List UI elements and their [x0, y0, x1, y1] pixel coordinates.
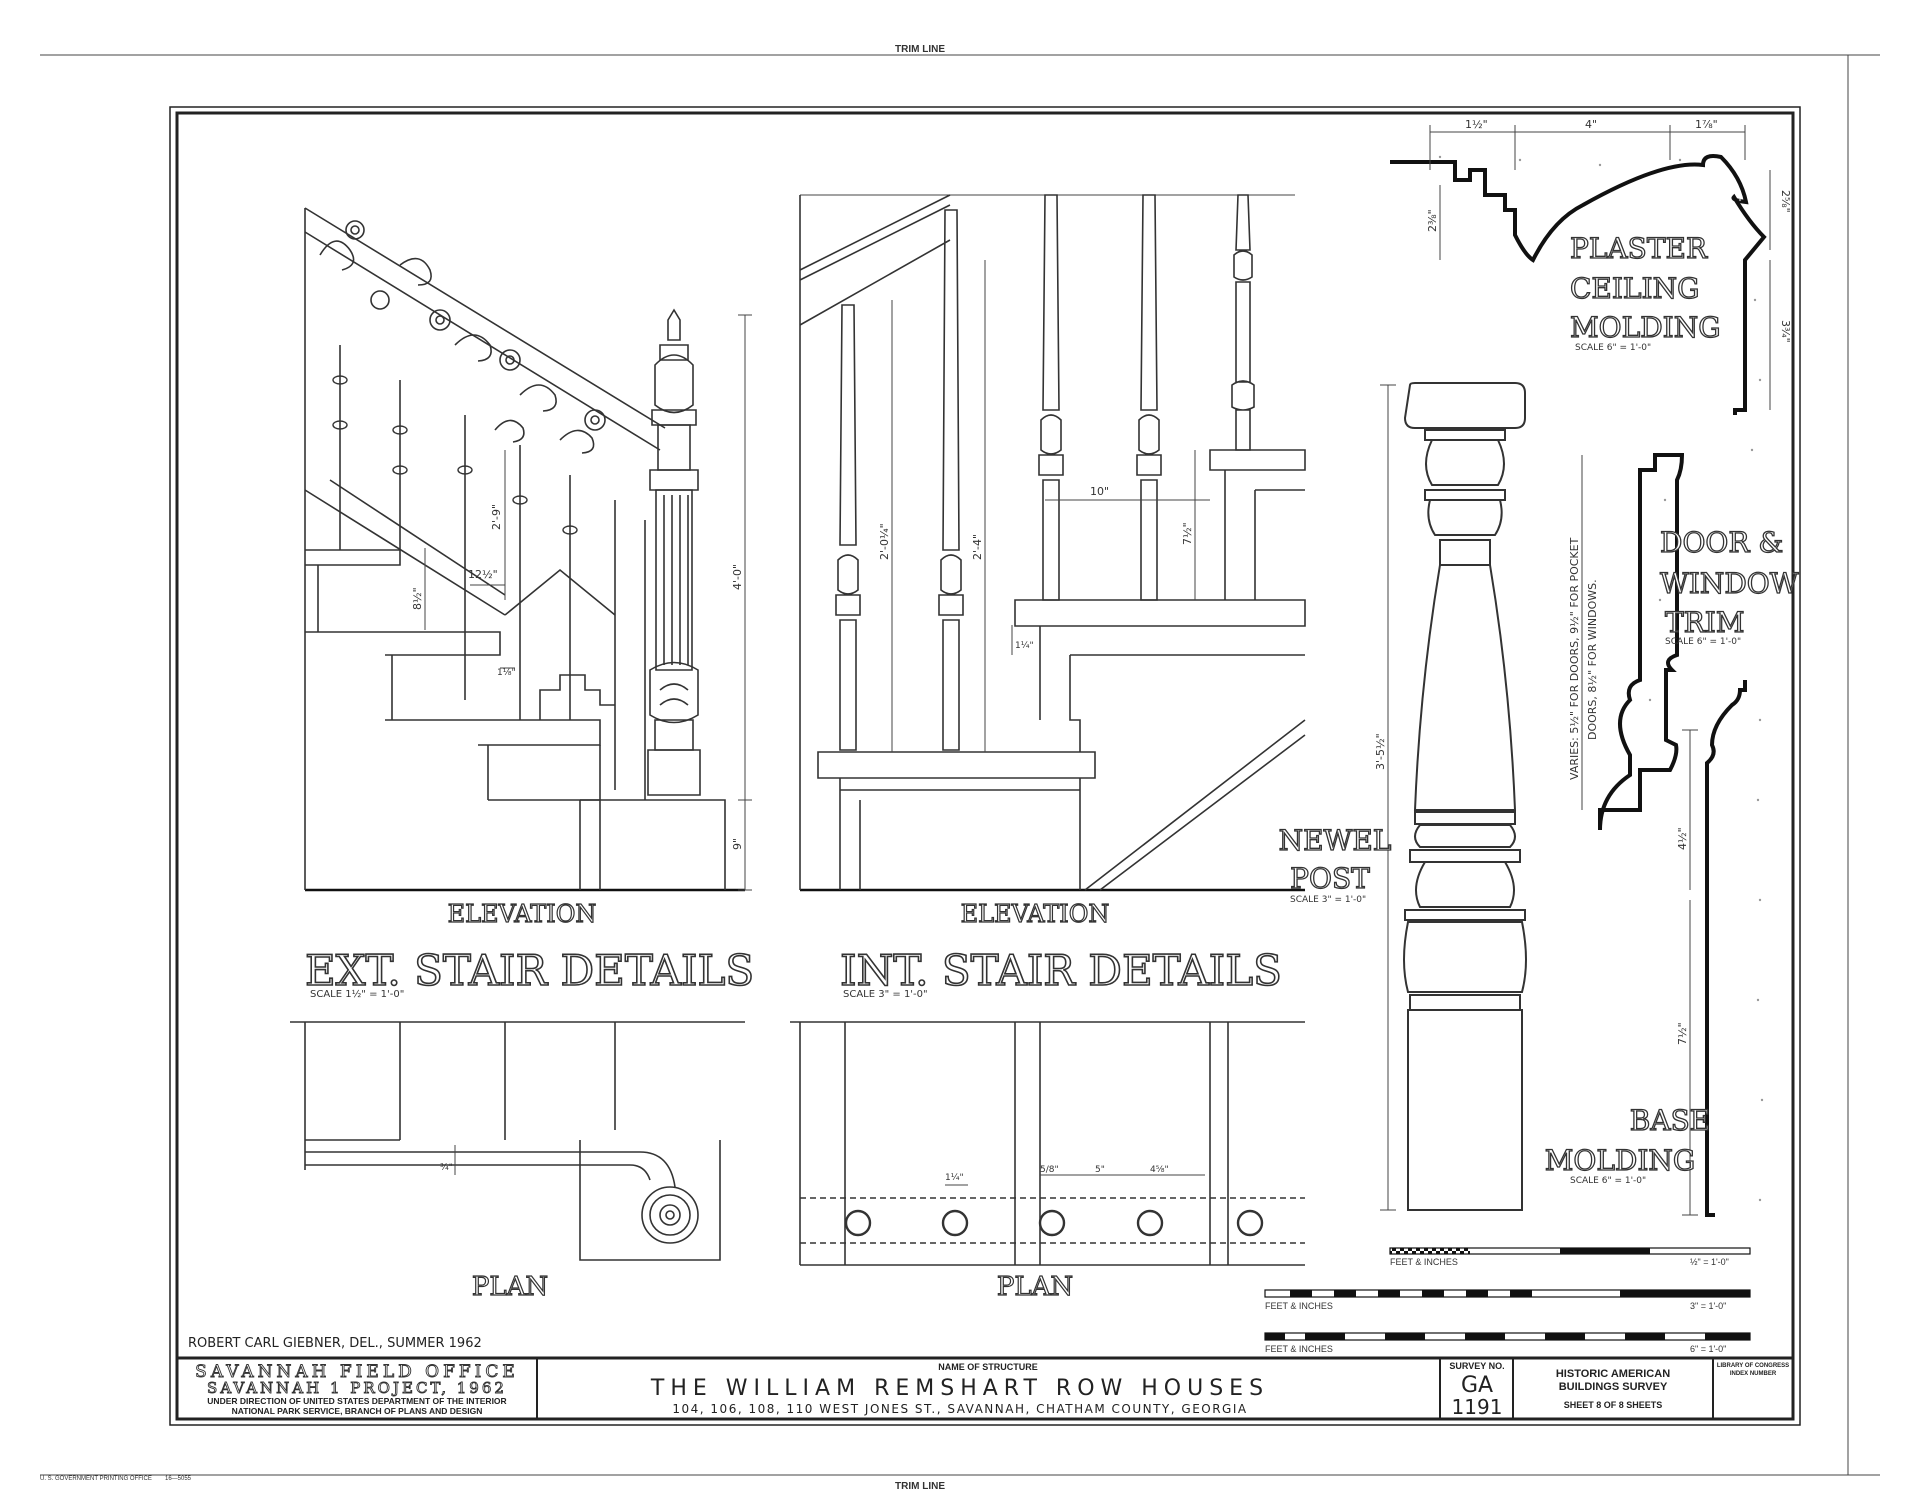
printer-code: 16—5055 — [165, 1476, 192, 1482]
ext-plan-rail: ¾" — [440, 1163, 453, 1173]
trim-frame: TRIM LINE TRIM LINE U. S. GOVERNMENT PRI… — [40, 44, 1880, 1492]
door-trim-note-line2: DOORS, 8½" FOR WINDOWS. — [1586, 579, 1599, 740]
survey-state: GA — [1461, 1373, 1493, 1398]
int-plan-a: 1¼" — [945, 1173, 964, 1183]
int-balusters — [835, 194, 1255, 751]
scale-2-label: FEET & INCHES — [1265, 1301, 1333, 1311]
field-office-line1: SAVANNAH FIELD OFFICE — [195, 1362, 519, 1382]
trim-line-bottom: TRIM LINE — [895, 1481, 945, 1492]
int-plan-label: PLAN — [997, 1272, 1073, 1302]
survey-number-label: SURVEY NO. — [1449, 1361, 1504, 1371]
newel-title-line2: POST — [1290, 862, 1370, 895]
int-elevation-label: ELEVATION — [961, 900, 1110, 928]
scale-bar-1: FEET & INCHES ½" = 1'-0" — [1389, 1247, 1751, 1267]
printer-mark: U. S. GOVERNMENT PRINTING OFFICE — [40, 1476, 152, 1482]
structure-name: THE WILLIAM REMSHART ROW HOUSES — [650, 1376, 1269, 1401]
ceiling-dim-top-b: 4" — [1585, 118, 1597, 131]
int-stair-elevation: 2'-0¼" 2'-4" 10" 7½" 1¼" ELEVATION — [799, 194, 1306, 929]
trim-line-top: TRIM LINE — [895, 44, 945, 55]
door-trim-scale: SCALE 6" = 1'-0" — [1665, 637, 1741, 647]
door-trim-title-line3: TRIM — [1665, 606, 1745, 639]
int-baluster-a: 2'-0¼" — [878, 523, 891, 560]
direction-line1: UNDER DIRECTION OF UNITED STATES DEPARTM… — [207, 1396, 506, 1406]
ceiling-dim-right-a: 2⅝" — [1779, 190, 1792, 213]
ext-stair-plan — [290, 1021, 745, 1261]
ext-stair-scale: SCALE 1½" = 1'-0" — [310, 988, 404, 1000]
ext-newel-height: 4'-0" — [731, 564, 744, 590]
int-stair-title: INT. STAIR DETAILS — [840, 946, 1282, 995]
scale-3-label: FEET & INCHES — [1265, 1344, 1333, 1354]
door-trim-title-line2: WINDOW — [1660, 567, 1799, 600]
base-title-line1: BASE — [1630, 1104, 1710, 1137]
newel-post-drawing — [1403, 382, 1527, 1211]
sheet-number: SHEET 8 OF 8 SHEETS — [1564, 1400, 1663, 1410]
ceiling-title-line2: CEILING — [1570, 272, 1699, 305]
ceiling-dim-top-a: 1½" — [1465, 118, 1488, 131]
structure-name-label: NAME OF STRUCTURE — [938, 1362, 1038, 1372]
ext-plan-label: PLAN — [472, 1272, 548, 1302]
survey-number: 1191 — [1452, 1395, 1503, 1419]
structure-address: 104, 106, 108, 110 WEST JONES ST., SAVAN… — [672, 1402, 1247, 1416]
int-plan-c: 5/8" — [1040, 1165, 1059, 1175]
ceiling-title-line3: MOLDING — [1570, 311, 1721, 344]
ceiling-dim-top-c: 1⅞" — [1695, 118, 1718, 131]
scale-1-ratio: ½" = 1'-0" — [1690, 1257, 1729, 1267]
newel-title-line1: NEWEL — [1279, 824, 1392, 857]
sheet-border-outer — [169, 106, 1801, 1426]
agency-line2: BUILDINGS SURVEY — [1559, 1381, 1668, 1393]
graphic-scales: FEET & INCHES ½" = 1'-0" FEET & INCHES 3… — [1264, 1247, 1751, 1354]
base-title-line2: MOLDING — [1545, 1144, 1696, 1177]
scale-bar-2: FEET & INCHES 3" = 1'-0" — [1264, 1289, 1751, 1311]
int-nosing: 1¼" — [1015, 641, 1034, 651]
base-dim-upper: 4½" — [1676, 827, 1689, 850]
base-dim-lower: 7½" — [1676, 1022, 1689, 1045]
scale-2-ratio: 3" = 1'-0" — [1690, 1301, 1726, 1311]
scale-3-ratio: 6" = 1'-0" — [1690, 1344, 1726, 1354]
ext-base-height: 9" — [731, 838, 744, 850]
agency-line1: HISTORIC AMERICAN — [1556, 1368, 1670, 1380]
ext-stair-elevation: 4'-0" 9" 2'-9" 8½" 12½" 1⅛" ELEVATION — [304, 207, 752, 929]
scale-bar-3: FEET & INCHES 6" = 1'-0" — [1264, 1332, 1751, 1354]
direction-line2: NATIONAL PARK SERVICE, BRANCH OF PLANS A… — [232, 1406, 483, 1416]
door-trim-note-line1: VARIES: 5½" FOR DOORS, 9½" FOR POCKET — [1568, 537, 1581, 780]
int-tread: 10" — [1090, 485, 1109, 498]
int-baluster-b: 2'-4" — [971, 534, 984, 560]
ceiling-title-line1: PLASTER — [1570, 232, 1708, 265]
newel-height: 3'-5½" — [1374, 733, 1387, 770]
int-plan-b: 5" — [1095, 1165, 1105, 1175]
base-molding-profile: 4½" 7½" — [1676, 680, 1764, 1217]
int-stair-plan — [790, 1021, 1305, 1266]
ceiling-dim-right-b: 3¾" — [1779, 320, 1792, 343]
int-plan-d: 4⅝" — [1150, 1165, 1169, 1175]
ext-riser: 8½" — [411, 587, 424, 610]
library-line1: LIBRARY OF CONGRESS — [1717, 1363, 1789, 1369]
int-riser: 7½" — [1181, 522, 1194, 545]
ext-rail-height: 2'-9" — [490, 504, 503, 530]
field-office-line2: SAVANNAH 1 PROJECT, 1962 — [207, 1379, 507, 1397]
sheet-border — [175, 111, 1795, 1421]
ext-nosing: 1⅛" — [497, 668, 516, 678]
door-trim-title-line1: DOOR & — [1660, 526, 1783, 559]
delineator-credit: ROBERT CARL GIEBNER, DEL., SUMMER 1962 — [188, 1336, 482, 1351]
scale-1-label: FEET & INCHES — [1390, 1257, 1458, 1267]
title-block: SAVANNAH FIELD OFFICE SAVANNAH 1 PROJECT… — [177, 1356, 1793, 1419]
newel-scale: SCALE 3" = 1'-0" — [1290, 895, 1366, 905]
ext-stair-title: EXT. STAIR DETAILS — [305, 946, 754, 995]
ext-elevation-label: ELEVATION — [448, 900, 597, 928]
int-stair-scale: SCALE 3" = 1'-0" — [843, 989, 928, 1000]
ceiling-scale: SCALE 6" = 1'-0" — [1575, 343, 1651, 353]
door-trim-profile: VARIES: 5½" FOR DOORS, 9½" FOR POCKET DO… — [1568, 453, 1685, 831]
base-scale: SCALE 6" = 1'-0" — [1570, 1176, 1646, 1186]
library-line2: INDEX NUMBER — [1730, 1371, 1777, 1377]
ceiling-dim-left: 2⅜" — [1426, 209, 1439, 232]
ext-tread: 12½" — [468, 568, 498, 581]
ceiling-molding-profile: 1½" 4" 1⅞" 2⅜" 2⅝" 3¾" — [1390, 118, 1792, 452]
